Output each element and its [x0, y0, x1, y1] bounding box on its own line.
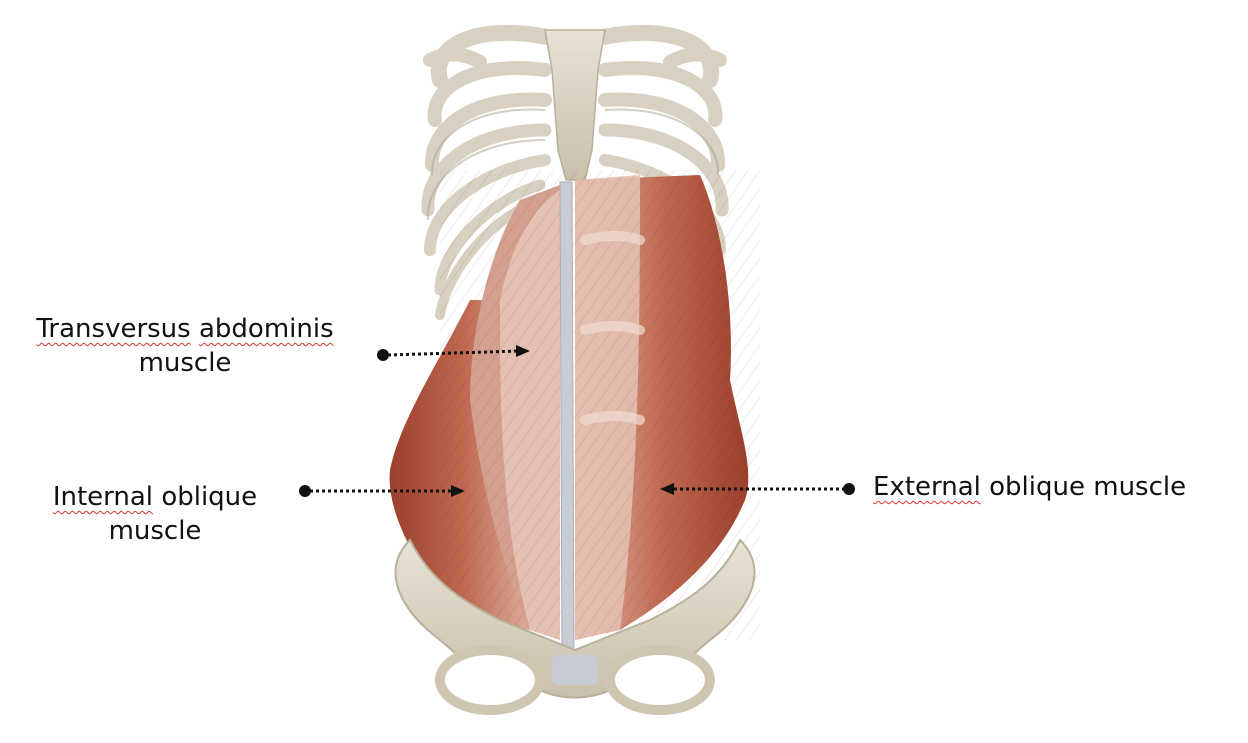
internal-label-line2: muscle	[20, 514, 290, 548]
linea-alba	[560, 182, 574, 660]
internal-pointer-dot	[299, 485, 311, 497]
internal-oblique-label: Internal oblique muscle	[20, 480, 290, 548]
sternum	[545, 30, 605, 180]
oblique-word: oblique	[161, 482, 257, 512]
abdominis-word: abdominis	[199, 314, 334, 344]
transversus-word: Transversus	[36, 314, 190, 344]
transversus-label: Transversus abdominis muscle	[10, 312, 360, 380]
external-pointer-dot	[843, 483, 855, 495]
external-rest: oblique muscle	[989, 472, 1186, 502]
external-word: External	[873, 472, 981, 502]
transversus-pointer-dot	[377, 349, 389, 361]
transversus-label-line2: muscle	[10, 346, 360, 380]
internal-word: Internal	[53, 482, 153, 512]
external-oblique-label: External oblique muscle	[873, 470, 1243, 504]
